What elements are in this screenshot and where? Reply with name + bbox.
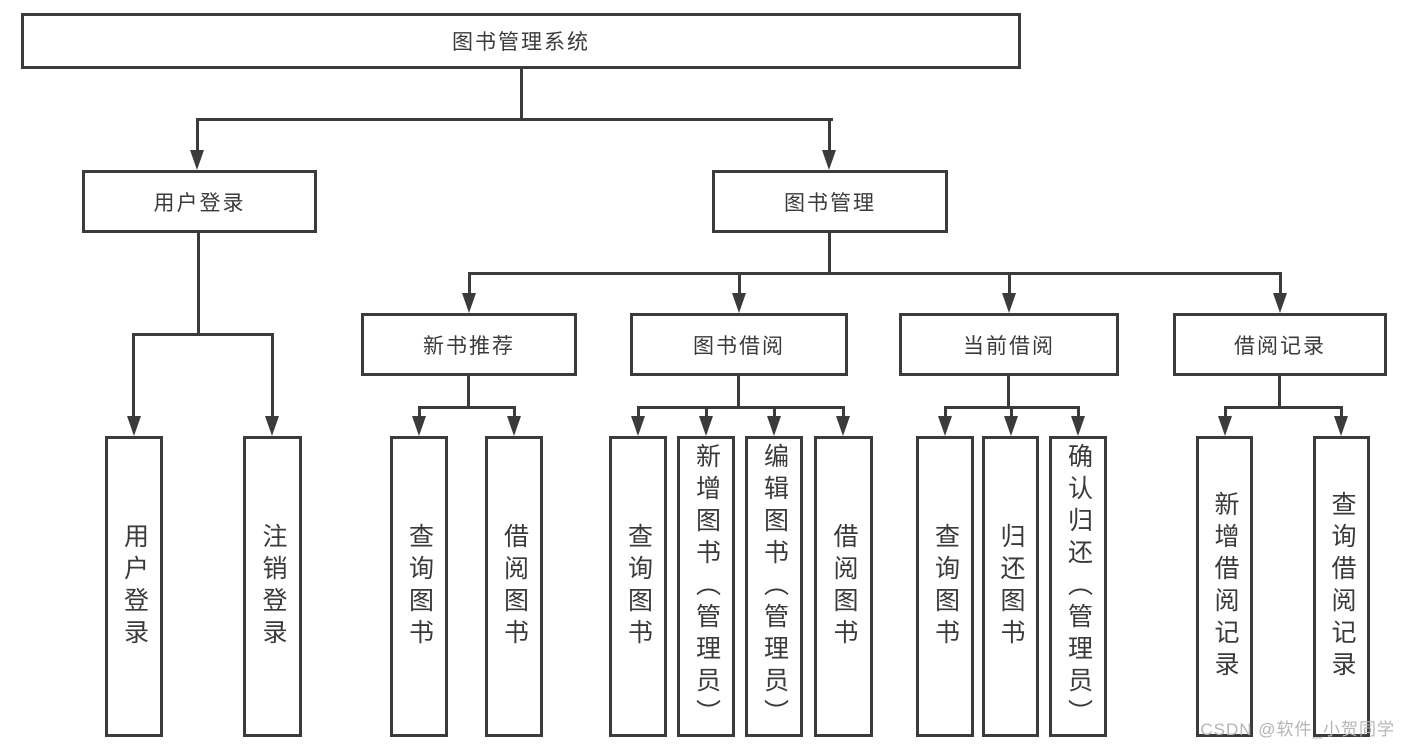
connector-root-stub — [520, 68, 523, 121]
connector-new-rec-split — [418, 406, 516, 409]
connector-root-split — [196, 118, 833, 121]
node-book-management-label: 图书管理 — [784, 191, 876, 215]
node-library-management-system: 图书管理系统 — [21, 13, 1021, 69]
leaf-borrow-books-borrowing-label: 借阅图书 — [830, 522, 858, 651]
connector-user-login-stub — [197, 233, 200, 336]
leaf-confirm-return-admin: 确认归还（管理员） — [1049, 436, 1107, 737]
leaf-query-borrow-record-label: 查询借阅记录 — [1328, 490, 1356, 683]
connector-stem-book-borrow — [738, 272, 741, 297]
connector-stem — [1224, 406, 1227, 419]
arrowhead-icon — [1004, 416, 1018, 436]
leaf-query-books-recommend-label: 查询图书 — [405, 522, 434, 651]
arrowhead-icon — [190, 150, 204, 170]
connector-stem-current-borrow — [1008, 272, 1011, 297]
arrowhead-icon — [732, 293, 746, 313]
node-borrowing-records-label: 借阅记录 — [1234, 334, 1326, 358]
node-library-management-system-label: 图书管理系统 — [452, 31, 590, 54]
connector-current-stub — [1007, 376, 1010, 409]
leaf-edit-books-admin: 编辑图书（管理员） — [745, 436, 803, 737]
arrowhead-icon — [127, 416, 141, 436]
leaf-return-books-label: 归还图书 — [997, 522, 1025, 651]
leaf-confirm-return-admin-label: 确认归还（管理员） — [1064, 442, 1093, 731]
connector-stem — [1340, 406, 1343, 419]
connector-stem-user-login — [196, 118, 199, 153]
watermark: CSDN @软件_小贺同学 — [1200, 720, 1395, 739]
leaf-query-books-borrowing: 查询图书 — [609, 436, 667, 737]
node-current-borrowing: 当前借阅 — [899, 313, 1119, 376]
connector-stem — [705, 406, 708, 419]
connector-stem — [418, 406, 421, 419]
leaf-query-borrow-record: 查询借阅记录 — [1313, 436, 1370, 737]
leaf-query-books-recommend: 查询图书 — [390, 436, 448, 737]
node-user-login-group: 用户登录 — [82, 170, 317, 233]
node-book-management: 图书管理 — [712, 170, 948, 233]
node-user-login-group-label: 用户登录 — [153, 191, 246, 215]
arrowhead-icon — [767, 416, 781, 436]
connector-stem — [637, 406, 640, 419]
leaf-query-books-borrowing-label: 查询图书 — [624, 522, 653, 651]
connector-stem — [1010, 406, 1013, 419]
connector-book-mgmt-stub — [828, 233, 831, 275]
connector-records-stub — [1278, 376, 1281, 409]
leaf-query-books-current: 查询图书 — [916, 436, 974, 737]
arrowhead-icon — [265, 416, 279, 436]
node-new-book-recommendation-label: 新书推荐 — [423, 334, 515, 358]
connector-book-borrow-split — [637, 406, 845, 409]
connector-stem-leaf-user-login — [132, 333, 135, 419]
arrowhead-icon — [412, 416, 426, 436]
leaf-user-login-label: 用户登录 — [120, 522, 149, 651]
arrowhead-icon — [836, 416, 850, 436]
leaf-borrow-books-borrowing: 借阅图书 — [814, 436, 873, 737]
arrowhead-icon — [462, 293, 476, 313]
leaf-user-login: 用户登录 — [105, 436, 163, 737]
leaf-add-books-admin: 新增图书（管理员） — [677, 436, 735, 737]
connector-stem — [1077, 406, 1080, 419]
node-current-borrowing-label: 当前借阅 — [963, 334, 1055, 358]
node-book-borrowing: 图书借阅 — [630, 313, 848, 376]
arrowhead-icon — [1002, 293, 1016, 313]
arrowhead-icon — [507, 416, 521, 436]
leaf-borrow-books-recommend: 借阅图书 — [485, 436, 543, 737]
connector-book-mgmt-split — [468, 272, 1282, 275]
connector-stem-borrow-records — [1279, 272, 1282, 297]
connector-stem-leaf-logout — [271, 333, 274, 419]
leaf-query-books-current-label: 查询图书 — [931, 522, 960, 651]
node-book-borrowing-label: 图书借阅 — [693, 334, 785, 358]
leaf-edit-books-admin-label: 编辑图书（管理员） — [760, 442, 789, 731]
connector-stem-new-rec — [468, 272, 471, 297]
arrowhead-icon — [938, 416, 952, 436]
leaf-borrow-books-recommend-label: 借阅图书 — [500, 522, 529, 651]
leaf-add-borrow-record-label: 新增借阅记录 — [1211, 490, 1239, 683]
leaf-return-books: 归还图书 — [982, 436, 1039, 737]
arrowhead-icon — [1218, 416, 1232, 436]
leaf-logout: 注销登录 — [243, 436, 302, 737]
leaf-add-borrow-record: 新增借阅记录 — [1196, 436, 1253, 737]
connector-stem-book-mgmt — [828, 118, 831, 153]
arrowhead-icon — [822, 150, 836, 170]
node-new-book-recommendation: 新书推荐 — [361, 313, 577, 376]
arrowhead-icon — [1334, 416, 1348, 436]
arrowhead-icon — [1273, 293, 1287, 313]
arrowhead-icon — [631, 416, 645, 436]
arrowhead-icon — [1071, 416, 1085, 436]
connector-stem — [513, 406, 516, 419]
connector-stem — [944, 406, 947, 419]
node-borrowing-records: 借阅记录 — [1173, 313, 1387, 376]
connector-stem — [842, 406, 845, 419]
connector-stem — [773, 406, 776, 419]
leaf-logout-label: 注销登录 — [259, 522, 287, 651]
connector-user-login-split — [132, 333, 274, 336]
connector-book-borrow-stub — [737, 376, 740, 409]
arrowhead-icon — [699, 416, 713, 436]
leaf-add-books-admin-label: 新增图书（管理员） — [692, 442, 721, 731]
connector-new-rec-stub — [467, 376, 470, 409]
connector-records-split — [1224, 406, 1343, 409]
